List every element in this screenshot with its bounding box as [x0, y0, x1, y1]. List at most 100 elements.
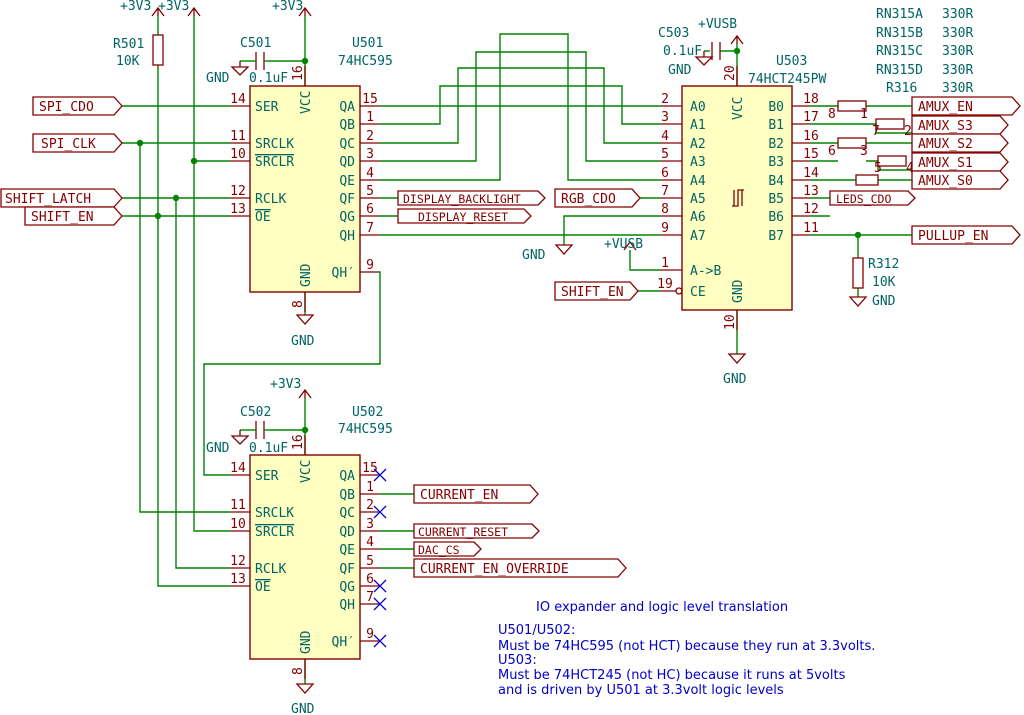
svg-text:330R: 330R [942, 63, 973, 78]
rn-pin-label: 5 [874, 161, 882, 176]
r312-ref: R312 [868, 257, 899, 272]
pin-name: VCC [731, 97, 746, 120]
net-rgb-cdo: RGB_CDO [561, 192, 616, 207]
power-label-vusb-b: +VUSB [604, 237, 643, 252]
pin-number: 12 [230, 554, 246, 569]
pin-name: B3 [768, 155, 784, 170]
no-connect-icon [373, 597, 387, 611]
pin-number: 11 [803, 221, 819, 236]
svg-text:330R: 330R [942, 81, 973, 96]
c501-value: 0.1uF [249, 71, 288, 86]
pin-name: QG [339, 580, 355, 595]
pin-name: SRCLK [255, 137, 294, 152]
pin-number: 13 [803, 184, 819, 199]
no-connect-icon [373, 468, 387, 482]
net-leds-cdo: LEDS_CDO [836, 192, 891, 206]
net-amux-s2: AMUX_S2 [918, 137, 973, 152]
pin-number: 14 [230, 92, 246, 107]
power-label-3v3-d: +3V3 [270, 377, 301, 392]
wires [121, 16, 912, 684]
c501-ref: C501 [240, 36, 271, 51]
gnd-label: GND [206, 441, 230, 456]
pin-number: 2 [366, 129, 374, 144]
rn-value: 330R [942, 44, 973, 59]
gnd-label: GND [872, 294, 896, 309]
rn-ref: RN315C [876, 44, 923, 59]
pin-number: 11 [230, 498, 246, 513]
pin-name: RCLK [255, 192, 286, 207]
c503-value: 0.1uF [663, 44, 702, 59]
pin-name: QE [339, 174, 355, 189]
svg-text:330R: 330R [942, 44, 973, 59]
u503-pin-labels: 2A03A14A25A36A47A58A69A718B017B116B215B3… [657, 65, 819, 330]
pin-number: 4 [366, 166, 374, 181]
pin-name: SRCLK [255, 506, 294, 521]
pin-name: QH′ [332, 266, 355, 281]
pin-name: GND [299, 630, 314, 654]
pin-name: QG [339, 210, 355, 225]
rn-pin-label: 6 [828, 144, 836, 159]
pin-number: 6 [366, 572, 374, 587]
gnd-label: GND [291, 702, 315, 715]
svg-text:RN315B: RN315B [876, 26, 923, 41]
rn-ref: RN315A [876, 7, 923, 22]
pin-name: QD [339, 155, 355, 170]
pin-number: 4 [366, 535, 374, 550]
u501-ref: U501 [352, 36, 383, 51]
u502-pin-labels: 14SER11SRCLK10SRCLR12RCLK13OE15QA1QB2QC3… [230, 434, 378, 675]
net-amux-s1: AMUX_S1 [918, 156, 973, 171]
pin-number: 1 [366, 480, 374, 495]
pin-number: 4 [661, 129, 669, 144]
rn-ref: RN315D [876, 63, 923, 78]
pin-name: OE [255, 210, 271, 225]
pin-number: 15 [362, 92, 378, 107]
pin-number: 12 [803, 202, 819, 217]
note-line: U503: [498, 653, 537, 668]
net-spi-cdo: SPI_CDO [39, 100, 94, 115]
c502-ref: C502 [240, 405, 271, 420]
power-arrow-icon [298, 6, 312, 17]
power-arrow-icon [623, 240, 637, 251]
pin-name: GND [299, 263, 314, 287]
pin-number: 16 [291, 434, 306, 450]
net-display-backlight: DISPLAY_BACKLIGHT [403, 192, 521, 206]
power-symbols: +3V3 +3V3 +3V3 +3V3 +VUSB +VUSB GND GND … [120, 0, 896, 715]
pin-number: 15 [362, 461, 378, 476]
note-line: and is driven by U501 at 3.3volt logic l… [498, 683, 784, 698]
pin-name: OE [255, 580, 271, 595]
pin-number: 3 [366, 147, 374, 162]
gnd-label: GND [668, 63, 692, 78]
pin-number: 14 [230, 461, 246, 476]
chip-u502: U502 74HC595 14SER11SRCLK10SRCLR12RCLK13… [230, 405, 393, 679]
pin-name: QC [339, 506, 355, 521]
c503-ref: C503 [658, 26, 689, 41]
pin-number: 3 [661, 110, 669, 125]
gnd-label: GND [723, 372, 747, 387]
pin-name: A4 [690, 174, 706, 189]
rn-value: 330R [942, 26, 973, 41]
u502-ref: U502 [352, 405, 383, 420]
pin-name: QE [339, 543, 355, 558]
rn-value: 330R [942, 63, 973, 78]
junction-dots [136, 47, 862, 434]
pin-name: A5 [690, 192, 706, 207]
net-amux-s0: AMUX_S0 [918, 174, 973, 189]
capacitor-c503: C503 0.1uF [658, 26, 721, 60]
capacitor-c501: C501 0.1uF [240, 36, 288, 86]
ground-icon [727, 353, 747, 364]
rn-pin-label: 2 [904, 124, 912, 139]
power-arrow-icon [730, 34, 744, 45]
pin-name: B4 [768, 174, 784, 189]
net-display-reset: DISPLAY_RESET [418, 210, 508, 224]
gnd-label: GND [206, 71, 230, 86]
svg-text:RN315A: RN315A [876, 7, 923, 22]
svg-text:RN315C: RN315C [876, 44, 923, 59]
power-label-vusb-a: +VUSB [698, 17, 737, 32]
ground-icon [230, 430, 250, 445]
power-arrow-icon [187, 6, 201, 17]
pin-number: 16 [803, 129, 819, 144]
pin-name: CE [690, 285, 706, 300]
resistor-r312: R312 10K [852, 257, 899, 290]
rn-pin-label: 7 [872, 124, 880, 139]
schmitt-trigger-icon [732, 189, 744, 207]
